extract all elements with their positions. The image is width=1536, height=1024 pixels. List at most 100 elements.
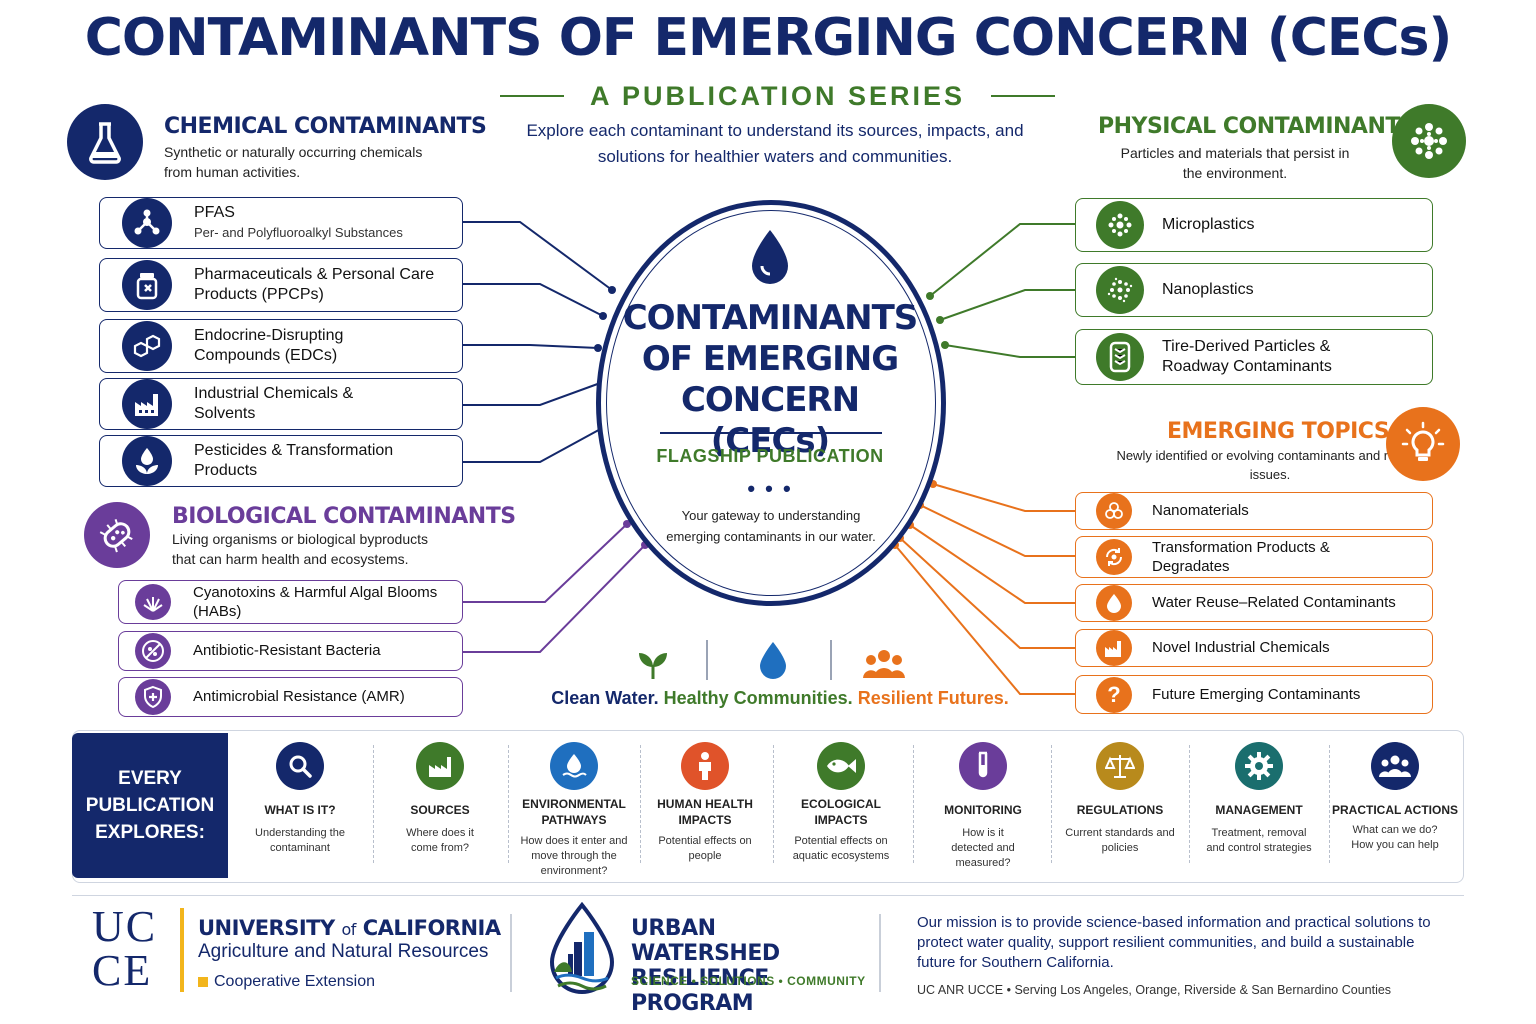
tagline-separator: [706, 640, 708, 680]
chemical-title: CHEMICAL CONTAMINANTS: [164, 114, 487, 139]
hub-title: CONTAMINANTS OF EMERGING CONCERN (CECs): [622, 298, 919, 461]
explore-title: SOURCES: [410, 803, 470, 817]
item-label: Pharmaceuticals & Personal Care Products…: [194, 266, 435, 303]
scales-icon: [1096, 742, 1144, 790]
item-label: Industrial Chemicals & Solvents: [194, 385, 354, 422]
item-label: Transformation Products & Degradates: [1152, 539, 1330, 575]
explore-desc: How is it detected and measured?: [951, 827, 1015, 869]
physical-desc: Particles and materials that persist in …: [1120, 145, 1350, 181]
intro-text: Explore each contaminant to understand i…: [526, 121, 1024, 166]
physical-item-nanoplastics[interactable]: Nanoplastics: [1075, 263, 1433, 317]
item-label: Endocrine-Disrupting Compounds (EDCs): [194, 327, 344, 364]
explore-monitoring: MONITORING How is it detected and measur…: [919, 742, 1047, 871]
emerging-item-novel-industrial[interactable]: Novel Industrial Chemicals: [1075, 629, 1433, 667]
explore-title: MONITORING: [944, 803, 1022, 817]
item-label: Antimicrobial Resistance (AMR): [193, 688, 405, 705]
emerging-desc: Newly identified or evolving contaminant…: [1116, 448, 1424, 482]
hormone-icon: [122, 321, 172, 371]
factory-icon: [416, 742, 464, 790]
nano-icon: [1096, 493, 1132, 529]
explore-divider: [1051, 745, 1052, 863]
item-label: Water Reuse–Related Contaminants: [1152, 594, 1396, 611]
water-drop-icon: [758, 640, 788, 680]
drop-icon: [1096, 585, 1132, 621]
chemical-item-pfas[interactable]: PFAS Per- and Polyfluoroalkyl Substances: [99, 197, 463, 249]
hub-inner-ring: [606, 210, 936, 596]
chemical-item-ppcps[interactable]: Pharmaceuticals & Personal Care Products…: [99, 258, 463, 312]
explore-title: WHAT IS IT?: [264, 803, 336, 817]
explore-divider: [373, 745, 374, 863]
tagline-part-2: Healthy Communities.: [663, 688, 853, 708]
explore-title: PRACTICAL ACTIONS: [1332, 803, 1458, 817]
item-label: Microplastics: [1162, 216, 1255, 233]
chemical-item-pesticides[interactable]: Pesticides & Transformation Products: [99, 435, 463, 487]
emerging-title: EMERGING TOPICS: [1167, 419, 1390, 444]
hub-dots: • • •: [747, 476, 793, 501]
tagline-separator: [830, 640, 832, 680]
item-label: Nanomaterials: [1152, 502, 1249, 519]
explore-practical-actions: PRACTICAL ACTIONS What can we do? How yo…: [1331, 742, 1459, 853]
emerging-item-transformation[interactable]: Transformation Products & Degradates: [1075, 536, 1433, 578]
sprout-icon: [635, 645, 671, 681]
chemical-desc: Synthetic or naturally occurring chemica…: [164, 144, 423, 180]
tire-icon: [1096, 333, 1144, 381]
mission-statement: Our mission is to provide science-based …: [917, 914, 1431, 971]
biological-item-arb[interactable]: Antibiotic-Resistant Bacteria: [118, 631, 463, 671]
item-label: Cyanotoxins & Harmful Algal Blooms (HABs…: [193, 584, 438, 620]
explore-what-is-it: WHAT IS IT? Understanding the contaminan…: [236, 742, 364, 856]
cycle-icon: [1096, 539, 1132, 575]
tagline-part-3: Resilient Futures.: [857, 688, 1009, 708]
footer-divider: [72, 895, 1464, 896]
subtitle: A PUBLICATION SERIES: [589, 80, 966, 111]
explore-pathways: ENVIRONMENTAL PATHWAYS How does it enter…: [510, 742, 638, 879]
uc-name-california: CALIFORNIA: [362, 916, 501, 940]
serving-counties: UC ANR UCCE • Serving Los Angeles, Orang…: [917, 983, 1392, 997]
ucce-logo: UC CE: [92, 902, 158, 995]
tagline: Clean Water. Healthy Communities. Resili…: [540, 688, 1020, 709]
flask-icon: [67, 104, 143, 180]
question-icon: ?: [1096, 676, 1132, 713]
watershed-tagline: SCIENCE • SOLUTIONS • COMMUNITY: [631, 974, 866, 988]
biological-item-cyanotoxins[interactable]: Cyanotoxins & Harmful Algal Blooms (HABs…: [118, 580, 463, 624]
item-label: Novel Industrial Chemicals: [1152, 639, 1330, 656]
explore-divider: [640, 745, 641, 863]
explore-desc: Current standards and policies: [1065, 827, 1175, 854]
page-title: CONTAMINANTS OF EMERGING CONCERN (CECs): [84, 8, 1453, 68]
explore-title: MANAGEMENT: [1215, 803, 1303, 817]
emerging-item-nanomaterials[interactable]: Nanomaterials: [1075, 492, 1433, 530]
explore-regulations: REGULATIONS Current standards and polici…: [1056, 742, 1184, 856]
physical-item-microplastics[interactable]: Microplastics: [1075, 198, 1433, 252]
leaf-drop-icon: [122, 436, 172, 486]
physical-item-tire-particles[interactable]: Tire-Derived Particles & Roadway Contami…: [1075, 329, 1433, 385]
algae-icon: [135, 584, 171, 620]
community-icon: [862, 648, 906, 680]
item-label: Nanoplastics: [1162, 281, 1254, 298]
item-label: Antibiotic-Resistant Bacteria: [193, 642, 381, 659]
fish-icon: [817, 742, 865, 790]
emerging-item-water-reuse[interactable]: Water Reuse–Related Contaminants: [1075, 584, 1433, 622]
chemical-item-industrial[interactable]: Industrial Chemicals & Solvents: [99, 378, 463, 430]
explore-divider: [1189, 745, 1190, 863]
explore-title: REGULATIONS: [1076, 803, 1164, 817]
explore-desc: Treatment, removal and control strategie…: [1206, 827, 1312, 854]
bacteria-icon: [84, 502, 150, 568]
item-label: PFAS: [194, 204, 235, 221]
nanoplastic-icon: [1096, 266, 1144, 314]
footer-separator: [510, 914, 512, 992]
magnifier-icon: [276, 742, 324, 790]
water-drop-icon: [748, 228, 792, 288]
no-bacteria-icon: [135, 633, 171, 669]
biological-item-amr[interactable]: Antimicrobial Resistance (AMR): [118, 677, 463, 717]
watershed-logo-icon: [546, 901, 618, 998]
hub-flagship-label: FLAGSHIP PUBLICATION: [656, 446, 884, 466]
explore-desc: Potential effects on aquatic ecosystems: [792, 835, 890, 862]
chemical-item-edcs[interactable]: Endocrine-Disrupting Compounds (EDCs): [99, 319, 463, 373]
explore-divider: [773, 745, 774, 863]
emerging-item-future[interactable]: ? Future Emerging Contaminants: [1075, 675, 1433, 714]
hub-desc: Your gateway to understanding emerging c…: [666, 508, 876, 544]
item-label: Tire-Derived Particles & Roadway Contami…: [1162, 338, 1332, 375]
uc-subtitle: Agriculture and Natural Resources: [198, 941, 489, 962]
uc-name-of: of: [341, 920, 357, 939]
microplastic-icon: [1096, 201, 1144, 249]
water-drop-icon: [550, 742, 598, 790]
